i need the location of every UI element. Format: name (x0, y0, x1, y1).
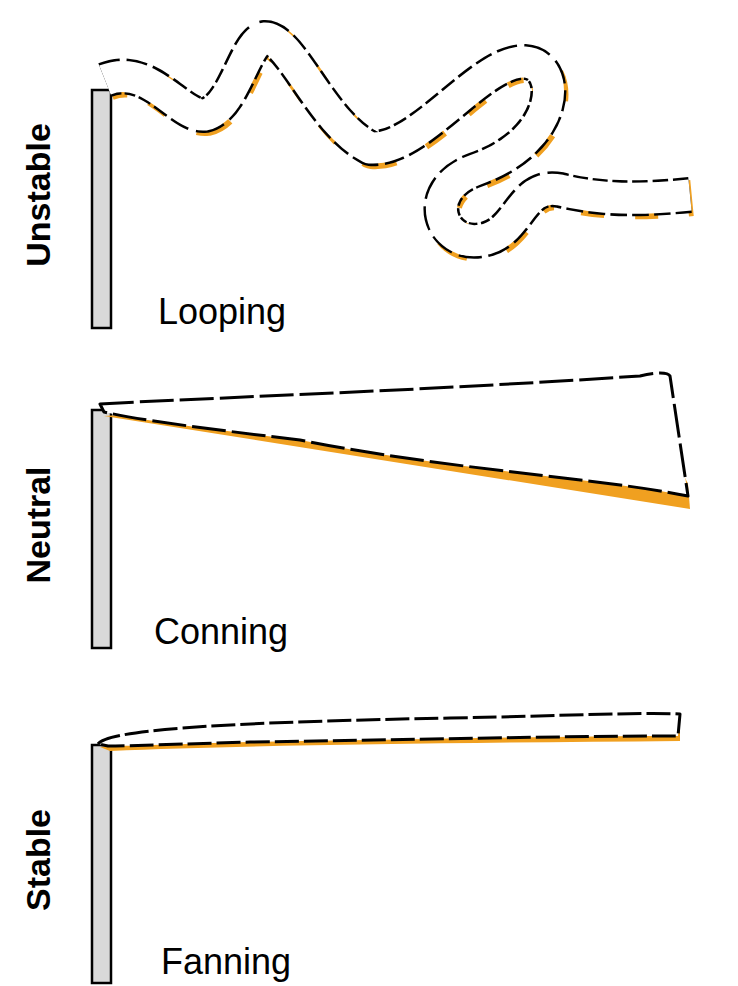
plume-name: Looping (158, 294, 286, 330)
stability-label: Stable (21, 809, 55, 911)
plume-name: Conning (154, 614, 288, 650)
fanning-plume (98, 713, 680, 751)
looping-plume (105, 38, 692, 244)
stack (92, 410, 111, 648)
plume-name: Fanning (161, 944, 291, 980)
stack (92, 745, 111, 983)
stability-label: Neutral (21, 466, 55, 583)
stability-label: Unstable (21, 123, 55, 267)
stack (92, 90, 111, 328)
coning-plume (100, 373, 690, 509)
